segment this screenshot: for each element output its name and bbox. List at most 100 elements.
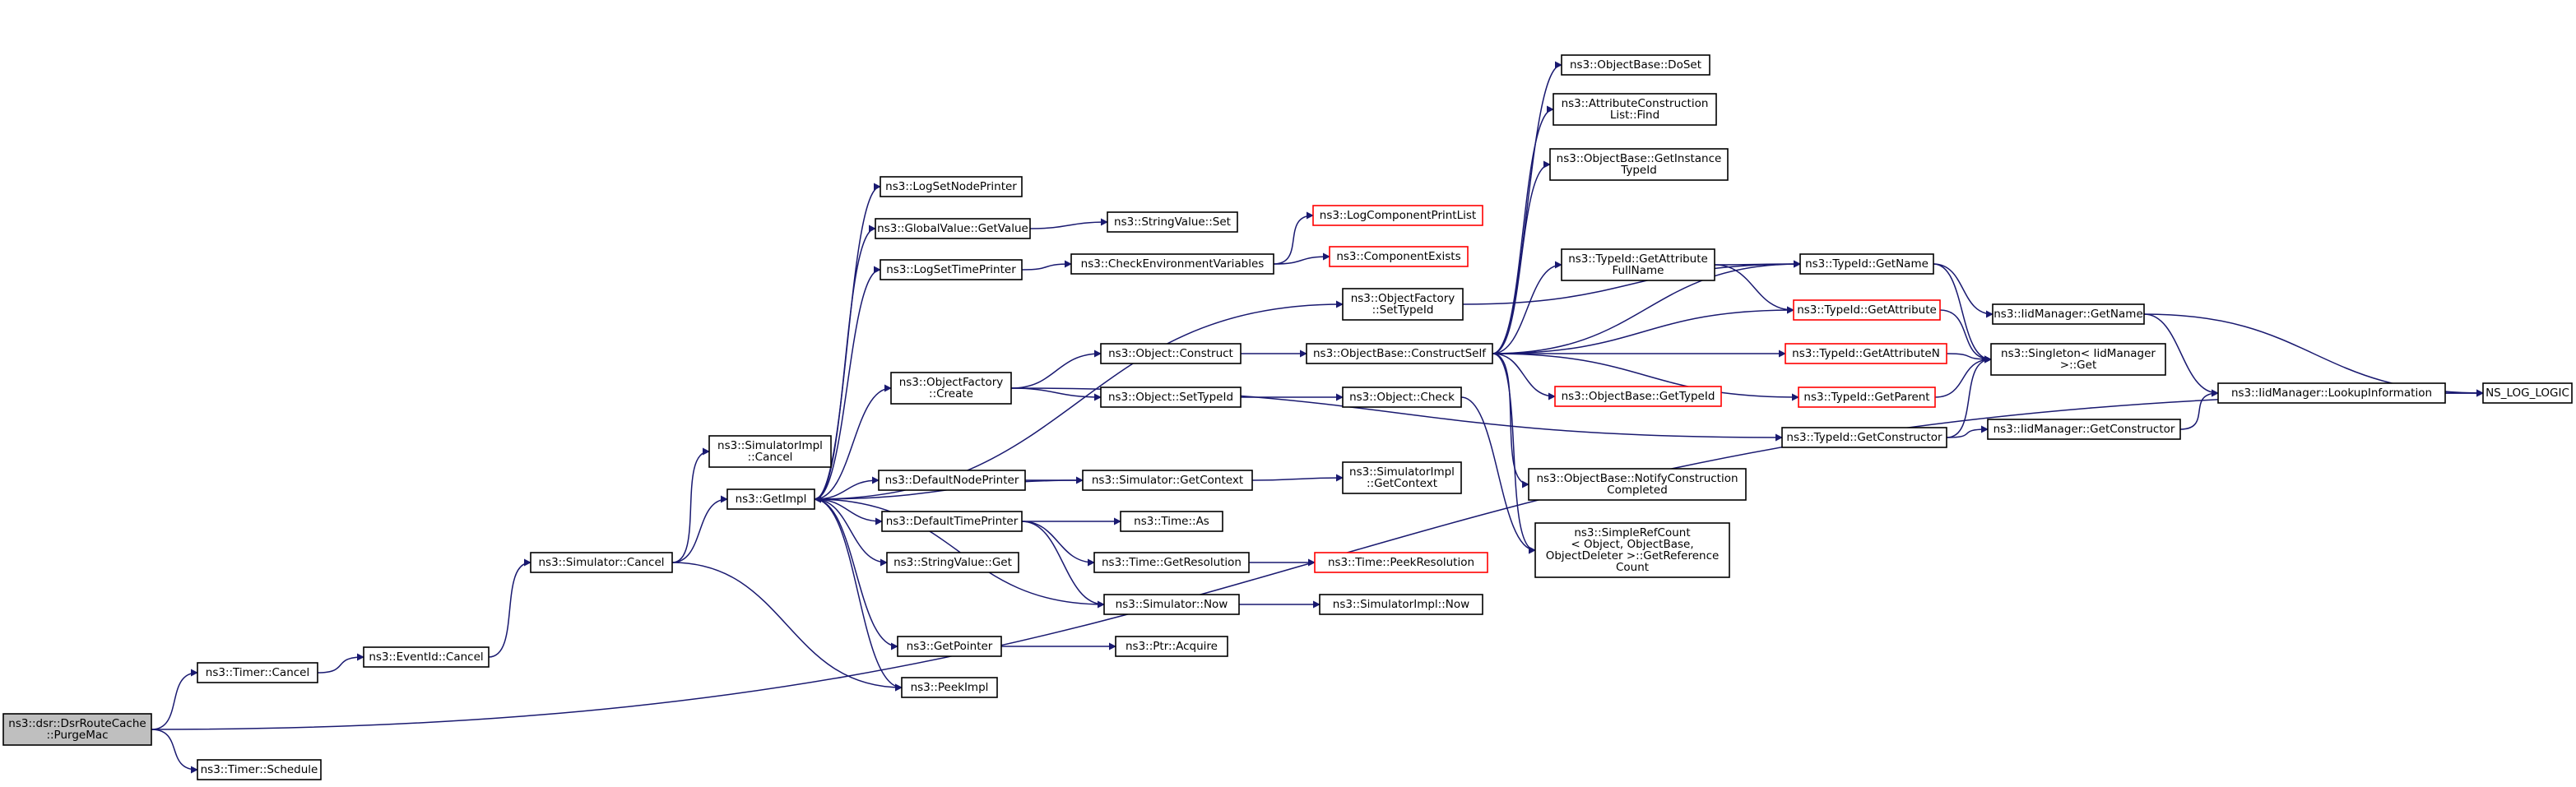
- edge-typeid-getattributen-to-singleton-get: [1946, 353, 1992, 363]
- node-objfactory-settypeid[interactable]: ns3::ObjectFactory::SetTypeId: [1342, 288, 1464, 321]
- node-typeid-getconstructor[interactable]: ns3::TypeId::GetConstructor: [1781, 427, 1947, 448]
- node-label: ns3::CheckEnvironmentVariables: [1081, 257, 1265, 271]
- edge-defaulttimeprinter-to-sim-now: [1021, 521, 1105, 609]
- node-box: [1561, 248, 1715, 281]
- node-box: [197, 662, 318, 683]
- node-purgemac[interactable]: ns3::dsr::DsrRouteCache::PurgeMac: [2, 713, 152, 746]
- node-object-construct[interactable]: ns3::Object::Construct: [1100, 343, 1242, 364]
- node-sim-cancel[interactable]: ns3::Simulator::Cancel: [530, 552, 673, 573]
- node-label: ns3::LogComponentPrintList: [1320, 209, 1476, 222]
- node-time-getresolution[interactable]: ns3::Time::GetResolution: [1093, 552, 1250, 573]
- node-typeid-getattributen[interactable]: ns3::TypeId::GetAttributeN: [1785, 343, 1947, 364]
- node-objbase-doset[interactable]: ns3::ObjectBase::DoSet: [1561, 54, 1710, 76]
- node-label: ns3::ObjectBase::NotifyConstruction: [1536, 472, 1738, 485]
- node-simplerefcount-getrefcount[interactable]: ns3::SimpleRefCount< Object, ObjectBase,…: [1534, 522, 1730, 578]
- node-label: ns3::Simulator::Now: [1116, 598, 1228, 611]
- node-label: ns3::Time::As: [1134, 515, 1209, 528]
- edge-getimpl-to-getpointer: [814, 498, 898, 650]
- node-box: [1120, 511, 1223, 532]
- node-logcompprintlist[interactable]: ns3::LogComponentPrintList: [1312, 205, 1483, 226]
- node-stringvalue-set[interactable]: ns3::StringValue::Set: [1107, 211, 1238, 233]
- edge-typeid-getattributefullname-to-typeid-getname: [1714, 260, 1801, 268]
- node-label: ns3::SimpleRefCount: [1574, 526, 1690, 539]
- node-logsettimeprinter[interactable]: ns3::LogSetTimePrinter: [880, 259, 1023, 280]
- node-box: [1107, 211, 1238, 233]
- node-label: ns3::LogSetTimePrinter: [886, 263, 1016, 276]
- edge-typeid-getattributefullname-to-typeid-getattribute: [1714, 264, 1794, 314]
- node-iidmanager-lookupinformation[interactable]: ns3::IidManager::LookupInformation: [2217, 382, 2446, 404]
- node-logsetnodeprinter[interactable]: ns3::LogSetNodePrinter: [880, 176, 1023, 197]
- node-label: ns3::Time::GetResolution: [1102, 556, 1242, 569]
- node-eventid-cancel[interactable]: ns3::EventId::Cancel: [363, 646, 490, 668]
- node-box: [726, 488, 815, 510]
- node-box: [880, 259, 1023, 280]
- node-defaulttimeprinter[interactable]: ns3::DefaultTimePrinter: [881, 511, 1023, 532]
- node-singleton-get[interactable]: ns3::Singleton< IidManager>::Get: [1990, 343, 2166, 376]
- node-label: ns3::Simulator::Cancel: [538, 556, 664, 569]
- edge-iidmanager-getname-to-iidmanager-lookupinformation: [2143, 313, 2219, 397]
- node-box: [1319, 594, 1483, 615]
- node-typeid-getattribute[interactable]: ns3::TypeId::GetAttribute: [1793, 299, 1941, 321]
- node-sim-getcontext[interactable]: ns3::Simulator::GetContext: [1082, 470, 1253, 491]
- edge-objbase-constructself-to-simplerefcount-getrefcount: [1492, 353, 1536, 554]
- edge-objbase-constructself-to-typeid-getattribute: [1492, 306, 1794, 354]
- node-timer-cancel[interactable]: ns3::Timer::Cancel: [197, 662, 318, 683]
- node-box: [1799, 253, 1934, 275]
- node-label: ns3::ObjectBase::ConstructSelf: [1313, 347, 1487, 360]
- node-box: [1554, 386, 1722, 407]
- node-simimpl-getcontext[interactable]: ns3::SimulatorImpl::GetContext: [1342, 461, 1462, 494]
- node-object-check[interactable]: ns3::Object::Check: [1342, 387, 1462, 408]
- edge-sim-cancel-to-simimpl-cancel: [671, 447, 710, 563]
- node-checkenvvars[interactable]: ns3::CheckEnvironmentVariables: [1070, 253, 1274, 275]
- node-simimpl-cancel[interactable]: ns3::SimulatorImpl::Cancel: [708, 435, 832, 468]
- node-objbase-constructself[interactable]: ns3::ObjectBase::ConstructSelf: [1306, 343, 1493, 364]
- node-label: ns3::Object::SetTypeId: [1108, 391, 1233, 404]
- node-timer-schedule[interactable]: ns3::Timer::Schedule: [197, 759, 322, 780]
- node-box: [1312, 205, 1483, 226]
- node-label: ns3::DefaultNodePrinter: [885, 474, 1019, 487]
- node-componentexists[interactable]: ns3::ComponentExists: [1329, 246, 1469, 267]
- node-objbase-gettypeid[interactable]: ns3::ObjectBase::GetTypeId: [1554, 386, 1722, 407]
- edge-getimpl-to-stringvalue-get: [814, 498, 888, 567]
- node-typeid-getparent[interactable]: ns3::TypeId::GetParent: [1798, 387, 1936, 408]
- node-box: [197, 759, 322, 780]
- node-peekimpl[interactable]: ns3::PeekImpl: [901, 677, 998, 698]
- node-object-settypeid[interactable]: ns3::Object::SetTypeId: [1100, 387, 1242, 408]
- node-objbase-notifyconstructioncompleted[interactable]: ns3::ObjectBase::NotifyConstructionCompl…: [1528, 468, 1747, 501]
- node-box: [1329, 246, 1469, 267]
- node-sim-now[interactable]: ns3::Simulator::Now: [1103, 594, 1240, 615]
- node-time-as[interactable]: ns3::Time::As: [1120, 511, 1223, 532]
- node-box: [1103, 594, 1240, 615]
- edge-checkenvvars-to-componentexists: [1273, 252, 1330, 265]
- node-stringvalue-get[interactable]: ns3::StringValue::Get: [886, 552, 1019, 573]
- node-label: ns3::LogSetNodePrinter: [885, 180, 1017, 193]
- node-typeid-getname[interactable]: ns3::TypeId::GetName: [1799, 253, 1934, 275]
- node-objfactory-create[interactable]: ns3::ObjectFactory::Create: [890, 372, 1012, 405]
- node-label: ns3::ObjectBase::DoSet: [1570, 58, 1701, 72]
- edge-checkenvvars-to-logcompprintlist: [1273, 211, 1314, 265]
- edge-typeid-getattribute-to-singleton-get: [1939, 309, 1992, 363]
- node-label: ns3::AttributeConstruction: [1562, 97, 1709, 110]
- node-ptr-acquire[interactable]: ns3::Ptr::Acquire: [1115, 636, 1228, 657]
- node-time-peekresolution[interactable]: ns3::Time::PeekResolution: [1314, 552, 1488, 573]
- node-box: [881, 511, 1023, 532]
- edge-purgemac-to-timer-schedule: [151, 729, 198, 774]
- edge-purgemac-to-timer-cancel: [151, 669, 198, 730]
- node-iidmanager-getname[interactable]: ns3::IidManager::GetName: [1992, 303, 2145, 325]
- node-ns-log-logic[interactable]: NS_LOG_LOGIC: [2482, 382, 2573, 404]
- node-label: ns3::GetImpl: [736, 493, 807, 506]
- node-getimpl[interactable]: ns3::GetImpl: [726, 488, 815, 510]
- node-iidmanager-getconstructor[interactable]: ns3::IidManager::GetConstructor: [1987, 419, 2181, 440]
- node-getpointer[interactable]: ns3::GetPointer: [897, 636, 1002, 657]
- node-label: ns3::ObjectFactory: [1351, 292, 1455, 305]
- edge-typeid-getparent-to-singleton-get: [1934, 355, 1992, 398]
- node-simimpl-now[interactable]: ns3::SimulatorImpl::Now: [1319, 594, 1483, 615]
- edge-typeid-getname-to-iidmanager-getname: [1933, 263, 1993, 318]
- edge-sim-now-to-getimpl: [814, 495, 1105, 605]
- node-globalvalue-getvalue[interactable]: ns3::GlobalValue::GetValue: [875, 218, 1031, 239]
- node-defaultnodeprinter[interactable]: ns3::DefaultNodePrinter: [878, 470, 1026, 491]
